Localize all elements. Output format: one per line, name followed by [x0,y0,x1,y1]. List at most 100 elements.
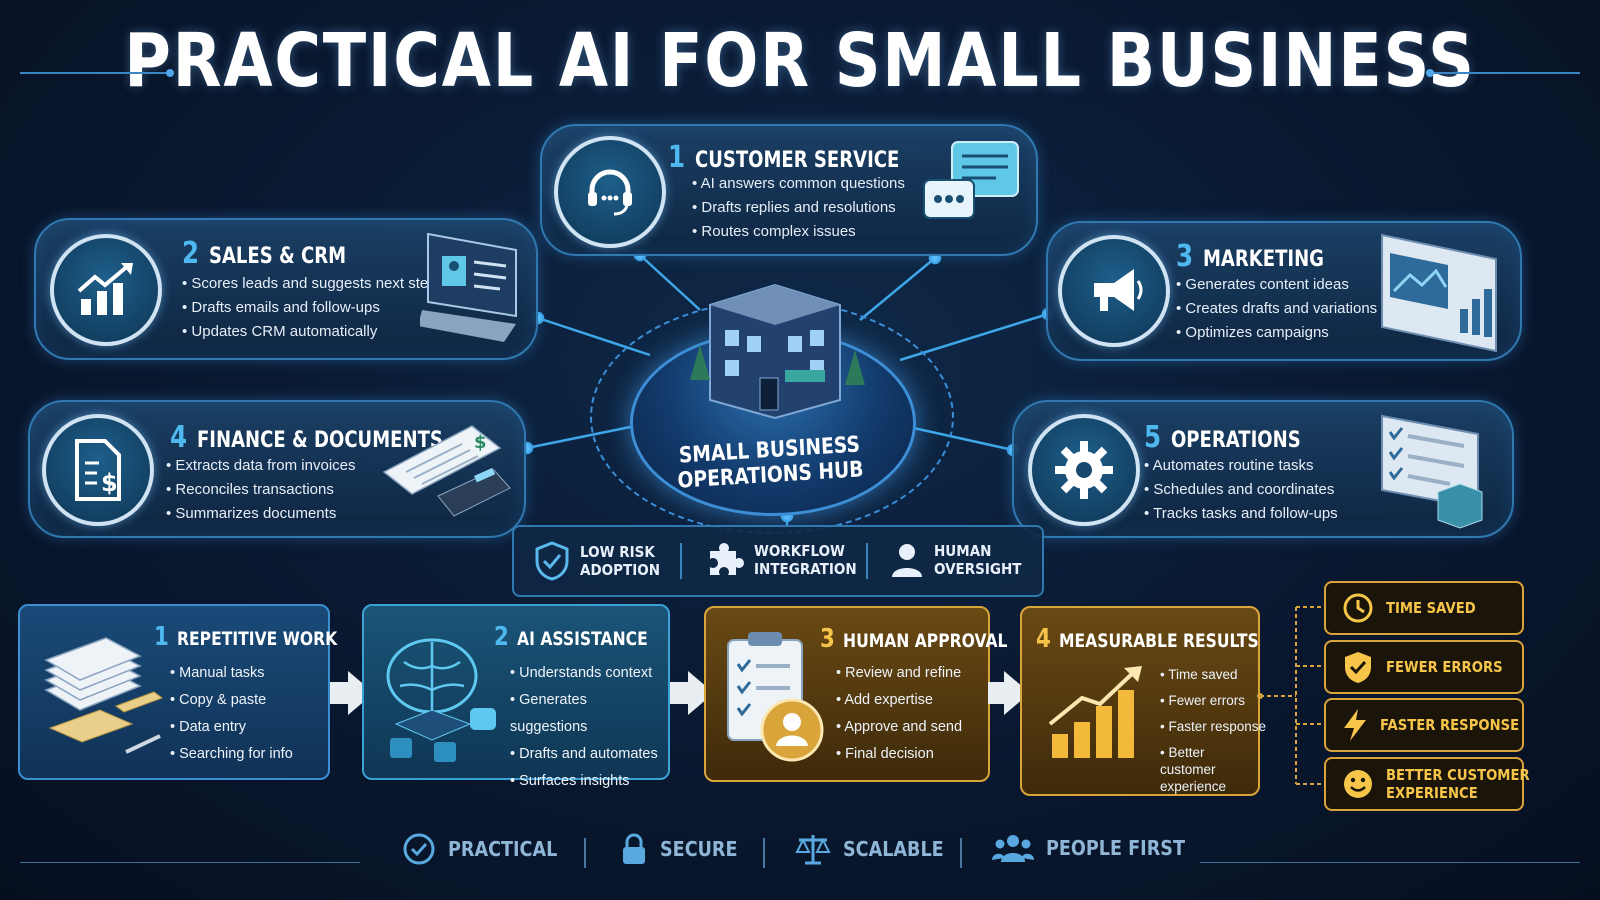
bullet-item: Better customer experience [1160,744,1254,795]
card-number: 4 [170,420,188,455]
bullet-item: Add expertise [836,687,962,714]
benefit-label-line1: BETTER CUSTOMER [1386,766,1530,784]
shield-check-icon [1342,651,1374,683]
footer-label: PEOPLE FIRST [1046,836,1185,860]
clock-icon [1342,592,1374,624]
footer-label: SCALABLE [843,837,944,861]
footer-item-secure: SECURE [620,832,748,866]
bullet-item: Understands context [510,660,668,687]
svg-text:$: $ [474,432,487,453]
chat-bubbles-icon [923,141,1019,219]
bullet-item: Data entry [170,714,293,741]
shield-check-icon [535,541,569,581]
card-title: CUSTOMER SERVICE [694,148,900,173]
bullet-item: Drafts emails and follow-ups [182,296,444,320]
pillar-label-line2: ADOPTION [580,561,661,579]
card-sales-crm[interactable]: 2 SALES & CRM Scores leads and suggests n… [34,218,538,360]
step-number: 1 [154,622,169,652]
footer-separator [960,838,962,868]
bullet-item: Extracts data from invoices [166,454,355,478]
megaphone-icon [1058,235,1170,347]
growth-chart-icon [50,234,162,346]
lightning-icon [1342,709,1368,741]
footer-separator [763,838,765,868]
storefront-building-icon [690,283,865,420]
step-title: AI ASSISTANCE [517,628,648,650]
paper-stack-icon [44,637,164,754]
flow-arrow-stem [330,682,350,704]
benefit-label: TIME SAVED [1386,599,1476,617]
pillar-label-line2: OVERSIGHT [934,560,1022,578]
pillar-label-line2: INTEGRATION [754,560,857,578]
page-title: PRACTICAL AI FOR SMALL BUSINESS [124,18,1476,104]
title-divider-left [20,69,174,77]
bullet-item: Summarizes documents [166,502,356,526]
bullet-item: Faster response [1160,714,1266,740]
footer-item-people-first: PEOPLE FIRST [992,832,1204,864]
bullet-item: Generates suggestions [510,687,668,741]
card-finance-documents[interactable]: $ 4 FINANCE & DOCUMENTS Extracts data fro… [28,400,526,538]
growth-bars-icon [1048,666,1142,758]
laptop-icon [420,232,517,342]
bullet-item: Updates CRM automatically [182,320,444,344]
analytics-dashboard-icon [1381,233,1497,353]
card-title: FINANCE & DOCUMENTS [196,428,443,453]
headset-icon [554,136,666,248]
puzzle-icon [710,543,744,575]
ai-brain-icon [386,638,496,762]
benefit-fewer-errors: FEWER ERRORS [1324,640,1524,694]
step-number: 3 [820,624,835,654]
bullet-item: Routes complex issues [692,220,905,244]
pillar-divider [680,543,682,579]
benefit-time-saved: TIME SAVED [1324,581,1524,635]
bullet-item: Optimizes campaigns [1176,321,1377,345]
bullet-item: Surfaces insights [510,768,668,795]
pillar-label-line1: LOW RISK [580,543,655,561]
pillar-divider [866,543,868,579]
check-circle-icon [403,833,435,865]
bullet-item: Approve and send [836,714,962,741]
card-number: 1 [668,140,686,175]
benefit-label-line2: EXPERIENCE [1386,784,1478,802]
scale-icon [795,835,831,865]
people-icon [992,835,1034,862]
card-customer-service[interactable]: 1 CUSTOMER SERVICE AI answers common ques… [540,124,1038,256]
bullet-item: Tracks tasks and follow-ups [1144,502,1338,526]
pillar-label-line1: HUMAN [934,542,992,560]
bullet-item: AI answers common questions [692,172,905,196]
card-title: SALES & CRM [208,244,347,269]
footer-divider-right [1200,862,1580,863]
bullet-item: Review and refine [836,660,962,687]
bullet-item: Scores leads and suggests next steps [182,272,444,296]
footer-label: SECURE [660,837,738,861]
benefit-connector-lines [1257,606,1324,785]
bullet-item: Final decision [836,741,962,768]
clipboard-approval-icon [727,632,824,762]
flow-arrow-stem [988,682,1008,704]
card-title: MARKETING [1202,247,1324,272]
process-step-ai-assistance[interactable]: 2AI ASSISTANCE Understands context Gener… [362,604,670,789]
bullet-item: Copy & paste [170,687,293,714]
bullet-item: Searching for info [170,741,293,768]
bullet-item: Reconciles transactions [166,478,356,502]
bullet-item: Drafts replies and resolutions [692,196,905,220]
invoice-icon: $ [42,414,154,526]
bullet-item: Drafts and automates [510,741,668,768]
card-number: 2 [182,236,200,271]
title-divider-right [1426,69,1580,77]
step-number: 4 [1036,624,1051,654]
pillar-label-line1: WORKFLOW [754,542,845,560]
benefit-faster-response: FASTER RESPONSE [1324,698,1524,752]
footer-divider-left [20,862,360,863]
footer-item-practical: PRACTICAL [402,832,572,866]
footer-label: PRACTICAL [448,837,558,861]
card-number: 5 [1144,420,1162,455]
